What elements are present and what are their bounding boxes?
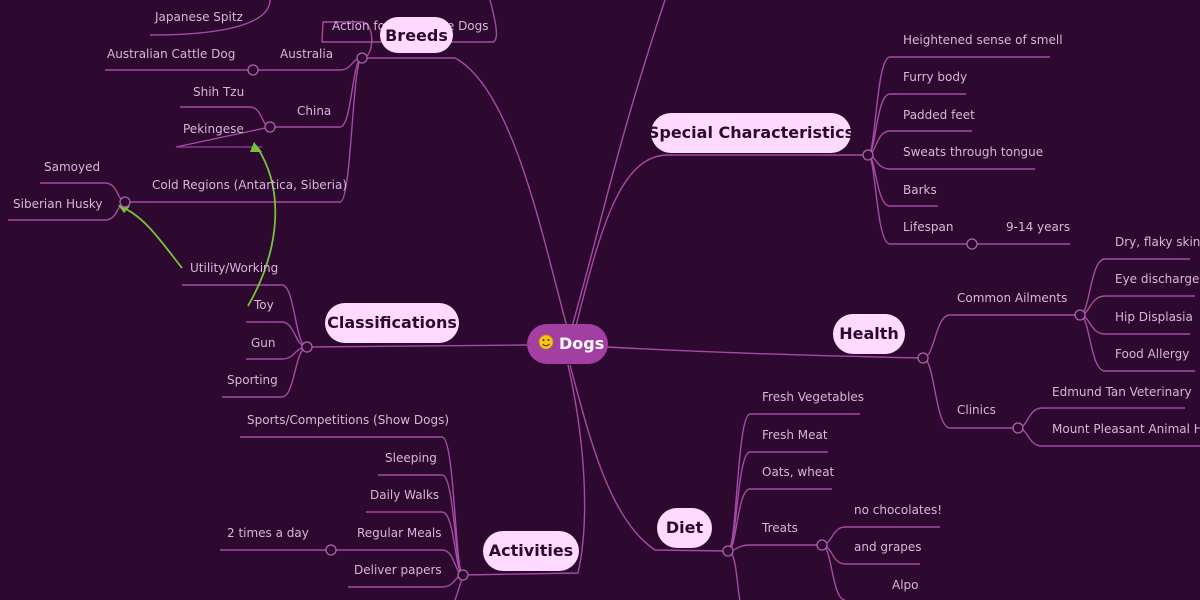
topic-activities[interactable]: Activities: [483, 531, 579, 571]
branch-classifications: [306, 344, 528, 348]
topic-diet[interactable]: Diet: [657, 508, 712, 548]
label-ailment-dry-skin[interactable]: Dry, flaky skin: [1115, 235, 1200, 249]
branch-offscreen-top: [570, 0, 666, 331]
label-no-chocolates[interactable]: no chocolates!: [854, 503, 942, 517]
label-furry-body[interactable]: Furry body: [903, 70, 967, 84]
branch-breeds: [362, 57, 569, 331]
label-deliver-papers[interactable]: Deliver papers: [354, 563, 442, 577]
topic-special-characteristics[interactable]: Special Characteristics: [648, 113, 854, 153]
label-heightened-smell[interactable]: Heightened sense of smell: [903, 33, 1063, 47]
label-siberian-husky[interactable]: Siberian Husky: [13, 197, 103, 211]
health-labels: Common Ailments Dry, flaky skin Eye disc…: [957, 235, 1200, 436]
relationship-utility-to-siberian: [123, 207, 183, 269]
label-common-ailments[interactable]: Common Ailments: [957, 291, 1067, 305]
label-treats[interactable]: Treats: [761, 521, 798, 535]
branch-health: [606, 346, 924, 359]
topic-health-label: Health: [839, 324, 899, 343]
label-daily-walks[interactable]: Daily Walks: [370, 488, 439, 502]
label-oats-wheat[interactable]: Oats, wheat: [762, 465, 835, 479]
label-toy[interactable]: Toy: [253, 298, 274, 312]
label-utility-working[interactable]: Utility/Working: [190, 261, 278, 275]
label-clinics[interactable]: Clinics: [957, 403, 996, 417]
label-shih-tzu[interactable]: Shih Tzu: [193, 85, 244, 99]
label-sleeping[interactable]: Sleeping: [385, 451, 437, 465]
label-clinic-mount-pleasant[interactable]: Mount Pleasant Animal Hosp: [1052, 422, 1200, 436]
label-japanese-spitz[interactable]: Japanese Spitz: [154, 10, 243, 24]
topic-special-characteristics-label: Special Characteristics: [648, 123, 854, 142]
topic-classifications[interactable]: Classifications: [325, 303, 459, 343]
label-sports-competitions[interactable]: Sports/Competitions (Show Dogs): [247, 413, 449, 427]
label-regular-meals[interactable]: Regular Meals: [357, 526, 442, 540]
label-australia[interactable]: Australia: [280, 47, 333, 61]
label-clinic-edmund-tan[interactable]: Edmund Tan Veterinary: [1052, 385, 1192, 399]
label-ailment-food-allergy[interactable]: Food Allergy: [1115, 347, 1189, 361]
relationship-toy-to-pekingese: [247, 146, 277, 307]
label-cold-regions[interactable]: Cold Regions (Antartica, Siberia): [152, 178, 347, 192]
label-fresh-vegetables[interactable]: Fresh Vegetables: [762, 390, 864, 404]
topic-classifications-label: Classifications: [327, 313, 457, 332]
label-samoyed[interactable]: Samoyed: [44, 160, 100, 174]
activities-labels: Sports/Competitions (Show Dogs) Sleeping…: [227, 413, 449, 577]
special-characteristics-labels: Heightened sense of smell Furry body Pad…: [903, 33, 1070, 234]
topic-health[interactable]: Health: [833, 314, 905, 354]
central-topic-label: Dogs: [559, 334, 604, 353]
branch-activities: [462, 364, 586, 576]
label-barks[interactable]: Barks: [903, 183, 937, 197]
label-china[interactable]: China: [297, 104, 331, 118]
classification-labels: Utility/Working Toy Gun Sporting: [190, 261, 278, 387]
label-gun[interactable]: Gun: [251, 336, 276, 350]
label-australian-cattle-dog[interactable]: Australian Cattle Dog: [107, 47, 235, 61]
label-ailment-eye-discharge[interactable]: Eye discharge: [1115, 272, 1199, 286]
branch-special-characteristics: [574, 154, 868, 331]
label-padded-feet[interactable]: Padded feet: [903, 108, 975, 122]
label-ailment-hip-displasia[interactable]: Hip Displasia: [1115, 310, 1193, 324]
topic-activities-label: Activities: [489, 541, 573, 560]
label-sporting[interactable]: Sporting: [227, 373, 278, 387]
label-alpo[interactable]: Alpo: [892, 578, 919, 592]
branch-diet: [569, 364, 729, 552]
diet-labels: Fresh Vegetables Fresh Meat Oats, wheat …: [761, 390, 942, 592]
label-fresh-meat[interactable]: Fresh Meat: [762, 428, 828, 442]
label-lifespan-value[interactable]: 9-14 years: [1006, 220, 1070, 234]
junction-nodes: [119, 52, 1086, 581]
topic-diet-label: Diet: [666, 518, 704, 537]
label-and-grapes[interactable]: and grapes: [854, 540, 922, 554]
label-two-times-a-day[interactable]: 2 times a day: [227, 526, 309, 540]
smiley-face-icon: [538, 334, 554, 350]
label-sweats-tongue[interactable]: Sweats through tongue: [903, 145, 1043, 159]
topic-breeds-label: Breeds: [385, 26, 448, 45]
label-lifespan[interactable]: Lifespan: [903, 220, 953, 234]
label-pekingese[interactable]: Pekingese: [183, 122, 244, 136]
central-topic-dogs[interactable]: Dogs: [527, 324, 608, 364]
topic-breeds[interactable]: Breeds: [380, 17, 453, 53]
